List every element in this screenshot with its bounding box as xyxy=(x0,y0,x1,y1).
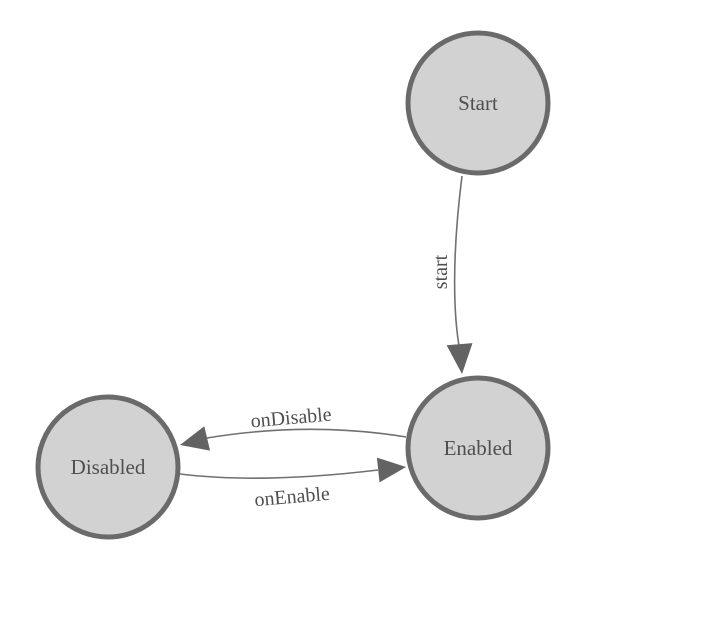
edge-start-to-enabled-line[interactable] xyxy=(453,175,463,352)
edge-label-onenable: onEnable xyxy=(254,483,331,512)
edge-enabled-to-disabled[interactable]: onDisable xyxy=(180,403,407,451)
arrowhead-into-enabled-top xyxy=(446,343,473,374)
node-disabled-circle[interactable] xyxy=(35,394,181,540)
node-enabled-label: Enabled xyxy=(444,436,513,460)
edge-label-ondisable: onDisable xyxy=(250,403,333,432)
arrowhead-into-enabled-left xyxy=(376,457,406,483)
node-start-circle[interactable] xyxy=(405,30,551,176)
node-enabled[interactable]: Enabled xyxy=(405,375,551,521)
node-start[interactable]: Start xyxy=(405,30,551,176)
edge-label-start: start xyxy=(430,254,452,289)
edge-disabled-to-enabled[interactable]: onEnable xyxy=(179,457,406,512)
node-disabled-label: Disabled xyxy=(71,455,146,479)
edge-disabled-to-enabled-line[interactable] xyxy=(179,469,379,479)
edge-start-to-enabled[interactable]: start xyxy=(430,175,473,374)
edge-enabled-to-disabled-line[interactable] xyxy=(206,428,407,439)
node-start-label: Start xyxy=(458,91,498,115)
node-disabled[interactable]: Disabled xyxy=(35,394,181,540)
node-enabled-circle[interactable] xyxy=(405,375,551,521)
arrowhead-into-disabled-right xyxy=(180,426,211,451)
